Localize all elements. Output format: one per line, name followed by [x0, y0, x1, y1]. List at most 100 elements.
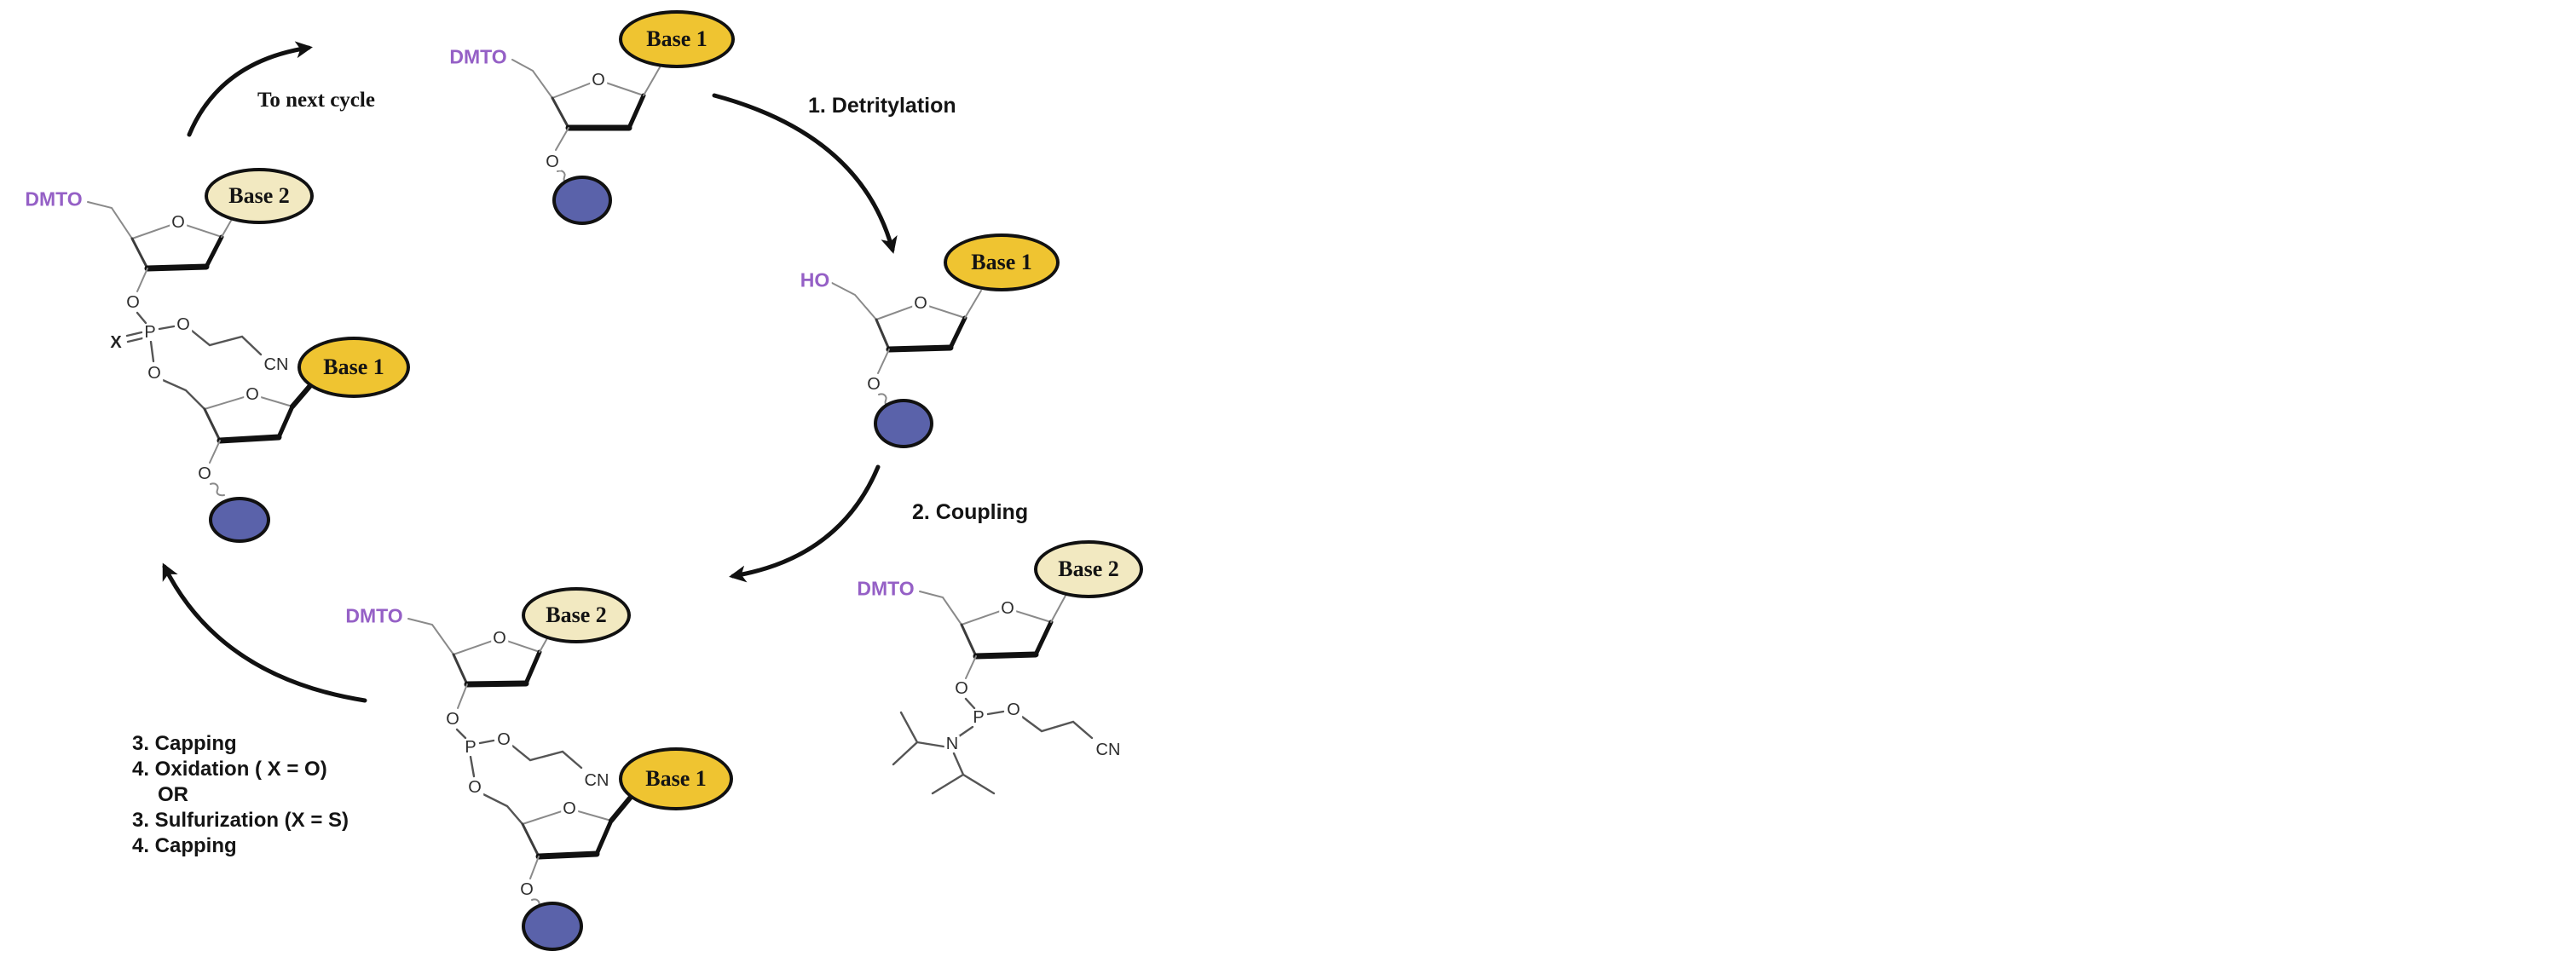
o3-oxygen: O — [544, 153, 561, 171]
phosphite-oxygen: O — [495, 730, 512, 749]
bond-sugar-o3-lower — [529, 856, 540, 879]
bridging-oxygen: O — [466, 778, 483, 797]
bond-sugar-base1 — [609, 793, 634, 823]
base2-label: Base 2 — [228, 183, 290, 208]
base2-label: Base 2 — [1058, 556, 1119, 581]
base2-oval-bottom-dimer: Base 2 — [522, 587, 631, 643]
top-nucleoside-bonds — [511, 59, 661, 184]
bond-sugar-base — [643, 66, 661, 96]
ring-right-edge — [948, 315, 967, 350]
ring-bottom-edge — [464, 680, 529, 688]
ring-right-edge — [204, 234, 224, 269]
left-dimer-bonds — [87, 201, 315, 497]
o3-oxygen: O — [444, 710, 461, 729]
linker-squiggle — [210, 482, 225, 497]
ring2-left-edge — [203, 407, 222, 442]
isopropyl-2 — [931, 752, 996, 795]
dmto-label-phosphoramidite: DMTO — [855, 577, 916, 600]
base1-label: Base 1 — [645, 766, 707, 791]
base1-oval-detritylated: Base 1 — [944, 233, 1060, 291]
arrow-detritylation — [712, 93, 898, 254]
base1-oval-bottom-dimer: Base 1 — [619, 747, 733, 810]
base1-label: Base 1 — [971, 250, 1032, 274]
cyanoethyl-chain — [1020, 715, 1094, 740]
nitrogen-atom: N — [944, 735, 961, 753]
bond-dmto-sugar — [87, 201, 133, 239]
arrow-to-next-cycle — [187, 41, 313, 137]
base2-label: Base 2 — [546, 602, 607, 627]
ho-label: HO — [798, 268, 832, 291]
bond-sugar-o3 — [457, 683, 468, 709]
cyano-group: CN — [262, 355, 291, 374]
bond-dmto-sugar — [919, 591, 962, 626]
bond-p-o — [478, 739, 495, 745]
capping-line-2: 4. Capping — [132, 834, 237, 857]
ring-left-edge — [452, 653, 469, 686]
bottom-dimer-bonds — [407, 618, 634, 913]
ring-left-edge — [960, 623, 978, 658]
o3-oxygen: O — [518, 880, 535, 899]
bond-p-o — [986, 710, 1005, 716]
base1-label: Base 1 — [323, 355, 384, 379]
ring-oxygen: O — [170, 213, 187, 232]
bond-p-o-lower — [469, 755, 476, 778]
base1-label: Base 1 — [646, 26, 708, 51]
isopropyl-1 — [892, 711, 945, 766]
ring-right-edge — [523, 649, 542, 686]
dmto-label-top: DMTO — [448, 45, 509, 68]
bond-sugar-o3 — [877, 349, 890, 374]
ring2-left-edge — [521, 822, 540, 858]
phosphate-oxygen: O — [175, 315, 192, 334]
o3-oxygen: O — [865, 375, 882, 394]
bond-sugar-o3 — [555, 127, 569, 151]
o3-oxygen: O — [196, 464, 213, 483]
cyanoethyl-chain — [511, 744, 583, 770]
solid-support-bead-top — [552, 176, 612, 225]
bond-sugar-o3 — [136, 268, 148, 292]
cyano-group: CN — [582, 771, 611, 790]
phosphite-oxygen: O — [1005, 700, 1022, 719]
phosphorus-atom: P — [463, 738, 478, 757]
ring-oxygen: O — [912, 294, 929, 313]
ring2-right-edge — [594, 818, 614, 856]
dmto-label-bottom-dimer: DMTO — [344, 604, 405, 627]
bond-p-o-lower — [149, 340, 155, 363]
bond-sugar-base — [1050, 593, 1067, 623]
o3-oxygen: O — [124, 293, 142, 312]
ring-bottom-edge — [886, 344, 954, 353]
bridging-oxygen: O — [146, 364, 163, 383]
capping-line-1: 3. Capping — [132, 732, 237, 755]
cyanoethyl-chain — [190, 329, 263, 356]
solid-support-bead-detritylated — [874, 399, 933, 448]
ring-left-edge — [130, 237, 149, 270]
or-line: OR — [158, 783, 188, 806]
step-coupling-label: 2. Coupling — [912, 500, 1029, 524]
ring2-bottom-edge — [217, 434, 282, 444]
bond-p-o — [158, 325, 176, 331]
cycle-arrows — [162, 41, 898, 703]
bond-dmto-sugar — [511, 59, 553, 99]
base1-oval-top: Base 1 — [619, 10, 735, 68]
phosphorus-atom: P — [971, 708, 986, 727]
ring-right-edge — [1033, 620, 1054, 657]
solid-support-bead-left-dimer — [209, 497, 270, 543]
ring-oxygen: O — [244, 385, 261, 404]
cyano-group: CN — [1094, 741, 1123, 759]
ring-oxygen: O — [491, 629, 508, 648]
ring2-bottom-edge — [535, 850, 600, 860]
bond-o-c5 — [161, 378, 206, 411]
oxidation-line: 4. Oxidation ( X = O) — [132, 758, 327, 781]
bond-sugar-o3 — [965, 655, 977, 679]
ring-oxygen: O — [590, 71, 607, 89]
bond-o-p — [136, 311, 147, 325]
solid-support-bead-bottom-dimer — [522, 902, 583, 951]
bond-p-n — [957, 725, 974, 738]
phosphoramidite-bonds — [892, 591, 1094, 795]
ring-right-edge — [627, 93, 646, 130]
ring-bottom-edge — [973, 651, 1039, 660]
ring2-right-edge — [276, 404, 295, 440]
bond-o-p — [455, 728, 467, 740]
base1-oval-left-dimer: Base 1 — [297, 337, 410, 398]
bond-o-c5 — [482, 793, 524, 826]
